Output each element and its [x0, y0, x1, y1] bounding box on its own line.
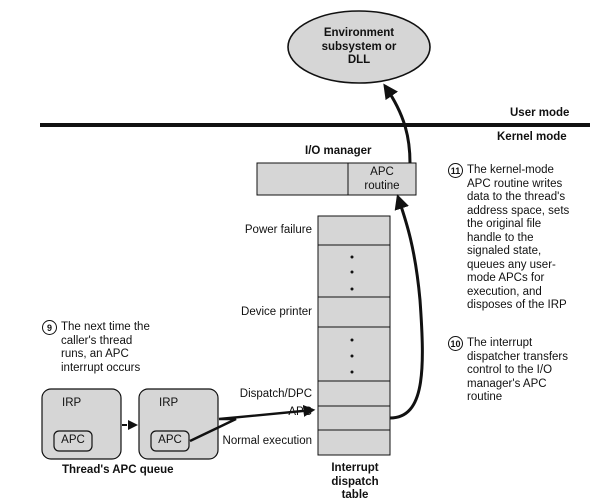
level-dispatch-dpc: Dispatch/DPC — [239, 388, 312, 400]
apc-queue-caption: Thread's APC queue — [62, 464, 174, 476]
interrupt-table-caption: Interrupt dispatch table — [331, 462, 379, 501]
interrupt-dispatch-table — [317, 215, 391, 456]
step-10-badge: 10 — [448, 336, 463, 351]
irp-label-2: IRP — [159, 397, 179, 409]
apc-routine-label: APC routine — [364, 166, 400, 192]
apc-routine-to-environment-arrow — [383, 83, 412, 164]
level-power-failure: Power failure — [244, 224, 312, 236]
apc-block-2 — [150, 430, 190, 452]
step-9-text: The next time the caller's thread runs, … — [61, 321, 150, 374]
apc-label-2: APC — [158, 434, 182, 446]
irp-label-1: IRP — [62, 397, 82, 409]
step-9-badge: 9 — [42, 320, 57, 335]
io-manager-label: I/O manager — [305, 145, 372, 157]
level-device-printer: Device printer — [241, 306, 312, 318]
user-mode-label: User mode — [510, 107, 570, 119]
apc-label-1: APC — [61, 434, 85, 446]
apc-block-1 — [53, 430, 93, 452]
level-normal-execution: Normal execution — [222, 435, 312, 447]
dispatch-to-apc-routine-arrow — [389, 194, 424, 420]
environment-subsystem-label: Environment subsystem or DLL — [321, 27, 397, 66]
step-11-text: The kernel-mode APC routine writes data … — [467, 164, 570, 311]
io-manager-box — [256, 162, 417, 196]
level-apc: APC — [288, 406, 312, 418]
environment-subsystem-node — [287, 10, 431, 84]
apc-interrupt-arrow — [189, 404, 316, 443]
step-10-text: The interrupt dispatcher transfers contr… — [467, 337, 568, 403]
kernel-mode-label: Kernel mode — [497, 131, 567, 143]
step-11-badge: 11 — [448, 163, 463, 178]
